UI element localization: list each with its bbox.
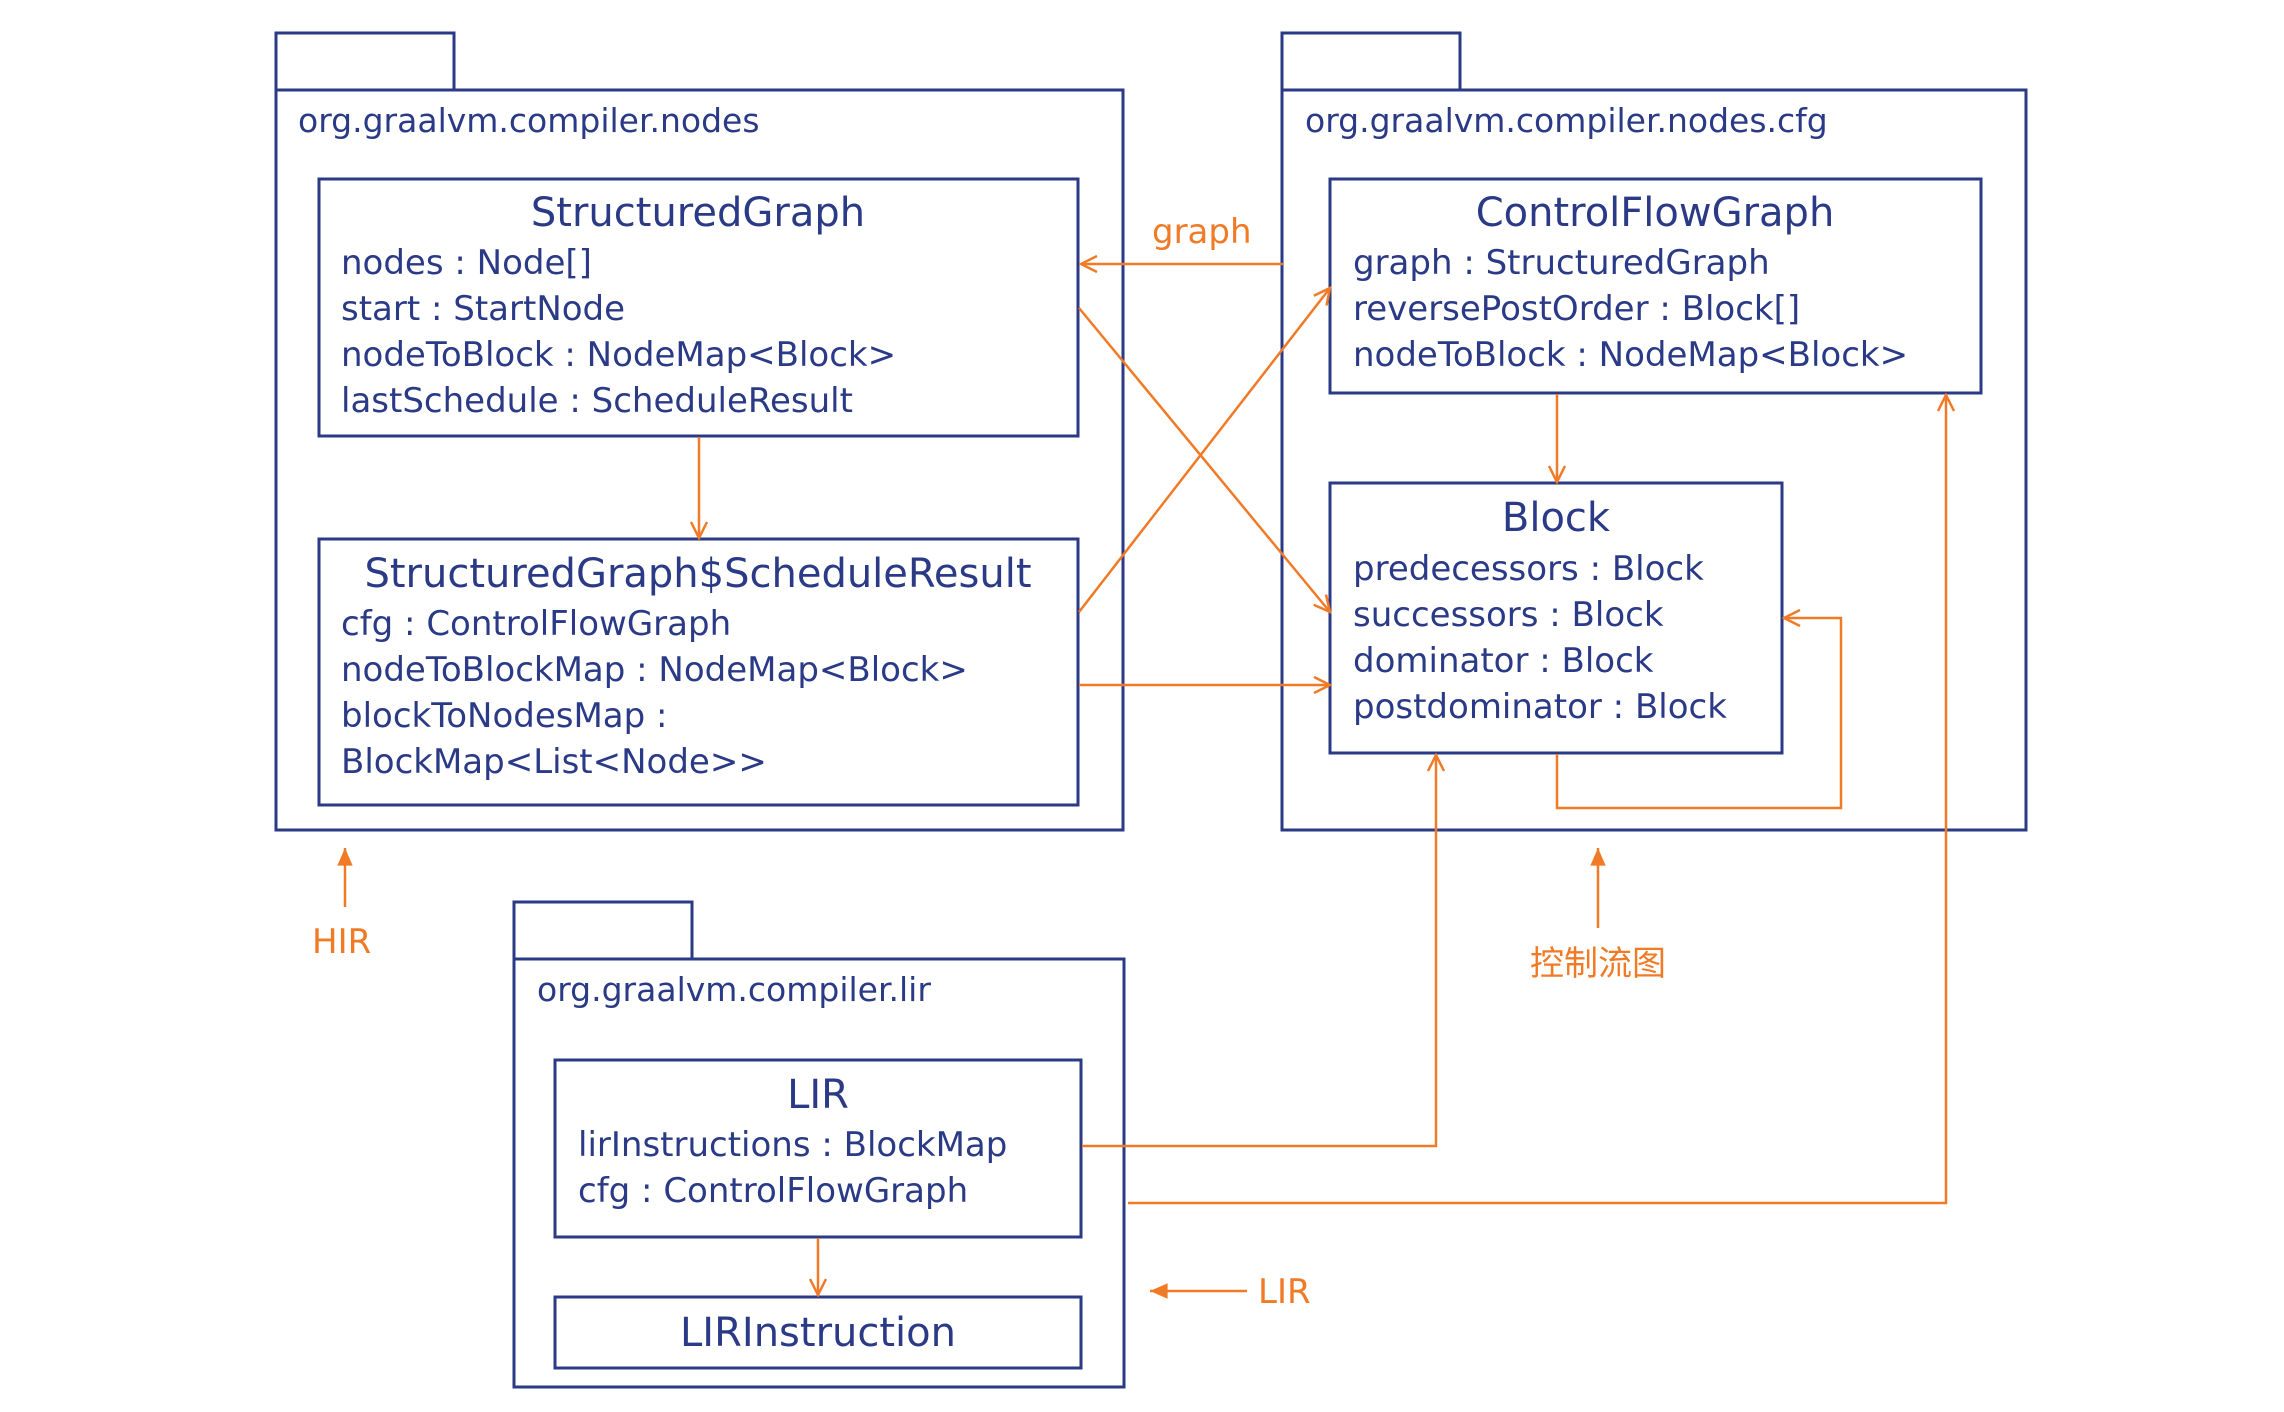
attribute-cfg: cfg : ControlFlowGraph — [341, 604, 731, 644]
package-cfg: org.graalvm.compiler.nodes.cfg ControlFl… — [1280, 31, 2028, 832]
class-lir-instruction-box — [553, 1295, 1083, 1370]
attribute-block-to-nodes-map-type: BlockMap<List<Node>> — [341, 742, 767, 782]
attribute-lir-cfg: cfg : ControlFlowGraph — [578, 1171, 968, 1211]
class-structured-graph-box — [317, 177, 1080, 438]
class-control-flow-graph: ControlFlowGraph graph : StructuredGraph… — [1328, 177, 1983, 395]
class-lir-instruction: LIRInstruction — [553, 1295, 1083, 1370]
edge-lir-to-block — [1082, 755, 1436, 1148]
edge-block-self-reference — [1555, 618, 1843, 810]
package-cfg-title: org.graalvm.compiler.nodes.cfg — [1305, 101, 1828, 140]
label-control-flow-graph: 控制流图 — [1530, 944, 1666, 984]
attribute-node-to-block: nodeToBlock : NodeMap<Block> — [341, 335, 896, 375]
attribute-postdominator: postdominator : Block — [1353, 687, 1727, 727]
class-control-flow-graph-name: ControlFlowGraph — [1476, 190, 1835, 236]
edge-lir-to-cfg — [1128, 395, 1946, 1205]
edge-structured-graph-to-block — [1078, 307, 1330, 612]
attribute-lir-instructions: lirInstructions : BlockMap — [578, 1125, 1007, 1165]
attribute-start: start : StartNode — [341, 289, 625, 329]
package-nodes: org.graalvm.compiler.nodes StructuredGra… — [274, 31, 1125, 832]
class-lir-box — [553, 1058, 1083, 1239]
attribute-nodes: nodes : Node[] — [341, 243, 592, 283]
label-graph-edge: graph — [1152, 212, 1252, 252]
attribute-cfg-node-to-block: nodeToBlock : NodeMap<Block> — [1353, 335, 1908, 375]
label-lir: LIR — [1258, 1272, 1311, 1312]
edge-schedule-result-to-cfg — [1078, 288, 1330, 613]
attribute-predecessors: predecessors : Block — [1353, 549, 1704, 589]
annotations: graph HIR 控制流图 LIR — [312, 212, 1666, 1312]
class-lir-instruction-name: LIRInstruction — [680, 1310, 956, 1356]
attribute-node-to-block-map: nodeToBlockMap : NodeMap<Block> — [341, 650, 968, 690]
attribute-successors: successors : Block — [1353, 595, 1664, 635]
class-lir-name: LIR — [787, 1072, 849, 1118]
class-block: Block predecessors : Block successors : … — [1328, 481, 1784, 755]
class-control-flow-graph-box — [1328, 177, 1983, 395]
attribute-reverse-post-order: reversePostOrder : Block[] — [1353, 289, 1800, 329]
class-block-name: Block — [1502, 495, 1611, 541]
attribute-last-schedule: lastSchedule : ScheduleResult — [341, 381, 853, 421]
package-lir-title: org.graalvm.compiler.lir — [537, 970, 931, 1009]
attribute-block-to-nodes-map: blockToNodesMap : — [341, 696, 667, 736]
class-schedule-result-name: StructuredGraph$ScheduleResult — [364, 551, 1031, 597]
attribute-dominator: dominator : Block — [1353, 641, 1654, 681]
relations — [699, 264, 1946, 1295]
package-lir: org.graalvm.compiler.lir LIR lirInstruct… — [512, 900, 1126, 1389]
attribute-graph: graph : StructuredGraph — [1353, 243, 1770, 283]
class-schedule-result: StructuredGraph$ScheduleResult cfg : Con… — [317, 537, 1080, 807]
package-cfg-tab — [1280, 31, 1462, 93]
class-structured-graph: StructuredGraph nodes : Node[] start : S… — [317, 177, 1080, 438]
package-nodes-tab — [274, 31, 456, 93]
package-nodes-title: org.graalvm.compiler.nodes — [298, 101, 760, 140]
class-block-box — [1328, 481, 1784, 755]
class-structured-graph-name: StructuredGraph — [531, 190, 865, 236]
class-lir: LIR lirInstructions : BlockMap cfg : Con… — [553, 1058, 1083, 1239]
label-hir: HIR — [312, 922, 371, 962]
package-lir-tab — [512, 900, 694, 962]
